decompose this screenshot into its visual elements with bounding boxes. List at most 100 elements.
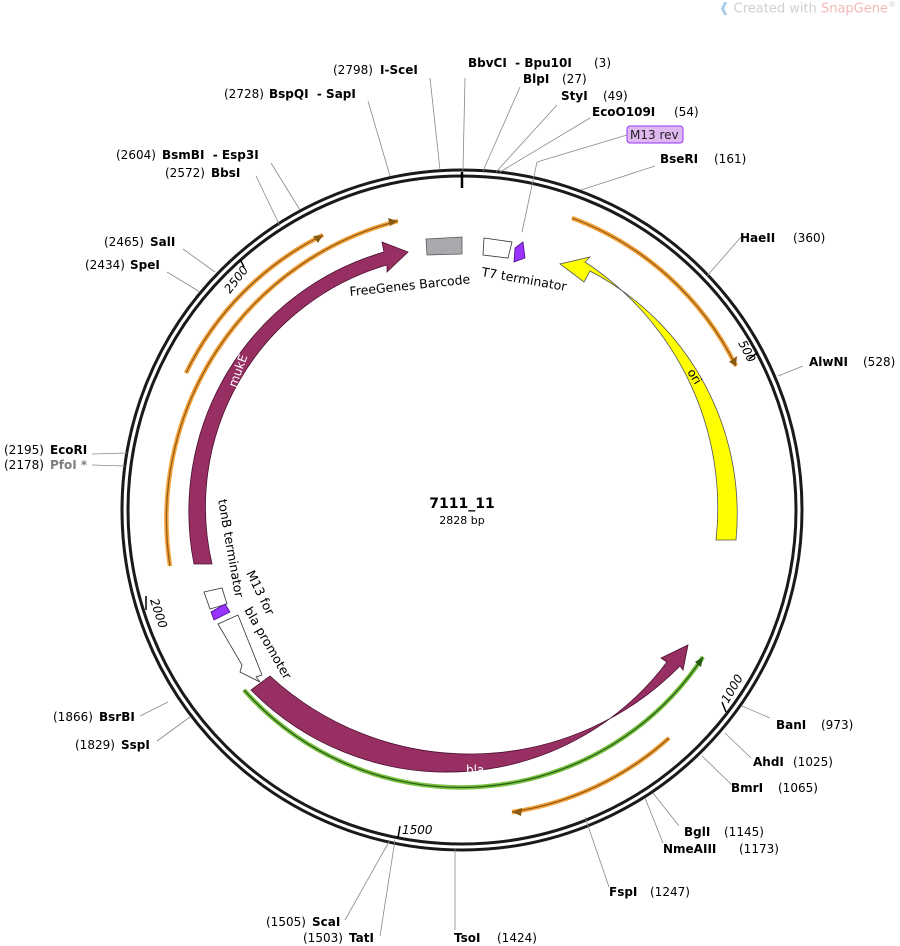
site-pos: (54)	[674, 105, 699, 119]
feature-ori[interactable]	[559, 256, 738, 541]
primer-arrowhead-top-right	[729, 356, 737, 366]
plasmid-name: 7111_11	[429, 496, 494, 512]
site-name: StyI	[561, 89, 588, 103]
site-name: I-SceI	[380, 63, 418, 77]
site-name: BanI	[776, 718, 806, 732]
site-BsmBI-Esp3I[interactable]: (2604) BsmBI - Esp3I	[116, 148, 259, 162]
site-name: TatI	[349, 931, 374, 945]
site-pos: (1866)	[53, 710, 93, 724]
site-pos: (2465)	[104, 235, 144, 249]
site-SspI[interactable]: (1829) SspI	[75, 738, 150, 752]
site-pos: (2604)	[116, 148, 156, 162]
site-pos: (2728)	[224, 87, 264, 101]
feature-freegenes-barcode[interactable]	[425, 236, 463, 256]
site-EcoRI[interactable]: (2195) EcoRI	[4, 443, 87, 457]
site-pos: (27)	[562, 72, 587, 86]
snapgene-leaf-icon: ❰	[718, 1, 730, 17]
site-PfoI[interactable]: (2178) PfoI *	[4, 458, 88, 472]
site-pos: (2178)	[4, 458, 44, 472]
snapgene-watermark: ❰Created with SnapGene®	[719, 0, 896, 16]
site-name: SalI	[150, 235, 175, 249]
watermark-prefix: Created with	[733, 1, 821, 17]
primer-arrowhead-bottom-right	[512, 808, 522, 816]
site-name: EcoO109I	[592, 105, 655, 119]
site-name: BglI	[684, 825, 710, 839]
site-pos: (1247)	[650, 885, 690, 899]
feature-tonB-terminator[interactable]	[203, 587, 228, 610]
feature-bla-promoter[interactable]	[217, 614, 263, 683]
site-AlwNI[interactable]: AlwNI (528)	[809, 355, 895, 369]
site-pos: (1505)	[266, 915, 306, 929]
site-pos: (528)	[863, 355, 895, 369]
site-SalI[interactable]: (2465) SalI	[104, 235, 175, 249]
site-BspQI-SapI[interactable]: (2728) BspQI - SapI	[224, 87, 356, 101]
site-name: BbvCI - Bpu10I	[468, 56, 572, 70]
site-name: BsmBI - Esp3I	[162, 148, 259, 162]
site-SpeI[interactable]: (2434) SpeI	[85, 258, 160, 272]
plasmid-size: 2828 bp	[439, 514, 484, 527]
site-NmeAIII[interactable]: NmeAIII (1173)	[663, 842, 779, 856]
site-name: HaeII	[740, 231, 775, 245]
site-pos: (1424)	[497, 931, 537, 945]
watermark-reg: ®	[888, 0, 896, 9]
site-I-SceI[interactable]: (2798) I-SceI	[333, 63, 418, 77]
site-pos: (2798)	[333, 63, 373, 77]
site-name: BmrI	[731, 781, 763, 795]
site-FspI[interactable]: FspI (1247)	[609, 885, 690, 899]
tick-500-label: 500	[735, 338, 758, 365]
site-name: SspI	[121, 738, 150, 752]
site-AhdI[interactable]: AhdI (1025)	[753, 755, 833, 769]
site-BanI[interactable]: BanI (973)	[776, 718, 853, 732]
site-pos: (1503)	[303, 931, 343, 945]
site-name: SpeI	[130, 258, 160, 272]
site-HaeII[interactable]: HaeII (360)	[740, 231, 825, 245]
site-TsoI[interactable]: TsoI (1424)	[454, 931, 537, 945]
feature-mukE[interactable]	[188, 241, 409, 565]
site-pos: (1065)	[778, 781, 818, 795]
site-name: EcoRI	[50, 443, 87, 457]
site-name: BspQI - SapI	[269, 87, 356, 101]
site-pos: (2195)	[4, 443, 44, 457]
site-name: TsoI	[454, 931, 480, 945]
site-name: BbsI	[211, 166, 240, 180]
site-name: NmeAIII	[663, 842, 716, 856]
t7-promoter-marker	[513, 241, 526, 263]
m13rev-box[interactable]	[626, 125, 684, 144]
site-BmrI[interactable]: BmrI (1065)	[731, 781, 818, 795]
tick-500: 500	[735, 338, 758, 365]
feature-m13-for[interactable]	[210, 603, 231, 621]
backbone-outer	[120, 168, 804, 852]
site-BbsI[interactable]: (2572) BbsI	[165, 166, 240, 180]
tick-1500-label: 1500	[402, 823, 433, 837]
primer-arc-top-right	[571, 215, 739, 367]
site-name: ScaI	[312, 915, 340, 929]
site-ScaI[interactable]: (1505) ScaI	[266, 915, 340, 929]
feature-t7-label: T7 terminator	[479, 264, 568, 294]
site-BsrBI[interactable]: (1866) BsrBI	[53, 710, 135, 724]
site-BseRI[interactable]: BseRI (161)	[660, 152, 746, 166]
site-pos: (1025)	[793, 755, 833, 769]
site-BbvCI-Bpu10I[interactable]: BbvCI - Bpu10I (3)	[468, 56, 611, 70]
site-name: BsrBI	[99, 710, 135, 724]
site-pos: (1145)	[724, 825, 764, 839]
site-pos: (49)	[603, 89, 628, 103]
site-BlpI[interactable]: BlpI (27)	[523, 72, 587, 86]
tick-1500: 1500	[397, 823, 433, 839]
site-pos: (1173)	[739, 842, 779, 856]
site-name: AlwNI	[809, 355, 848, 369]
site-BglI[interactable]: BglI (1145)	[684, 825, 764, 839]
site-pos: (360)	[793, 231, 825, 245]
feature-bla[interactable]	[250, 644, 689, 773]
feature-bla-label: bla	[466, 763, 484, 777]
tick-2000-label: 2000	[147, 597, 170, 631]
site-TatI[interactable]: (1503) TatI	[303, 931, 374, 945]
primer-arrowhead-left	[388, 218, 398, 226]
feature-barcode-label: FreeGenes Barcode	[349, 271, 471, 299]
site-pos: (2572)	[165, 166, 205, 180]
site-StyI[interactable]: StyI (49)	[561, 89, 628, 103]
site-EcoO109I[interactable]: EcoO109I (54)	[592, 105, 699, 119]
site-pos: (973)	[821, 718, 853, 732]
primer-arrowhead-upper-left	[313, 235, 323, 243]
feature-t7-terminator[interactable]	[482, 237, 513, 259]
